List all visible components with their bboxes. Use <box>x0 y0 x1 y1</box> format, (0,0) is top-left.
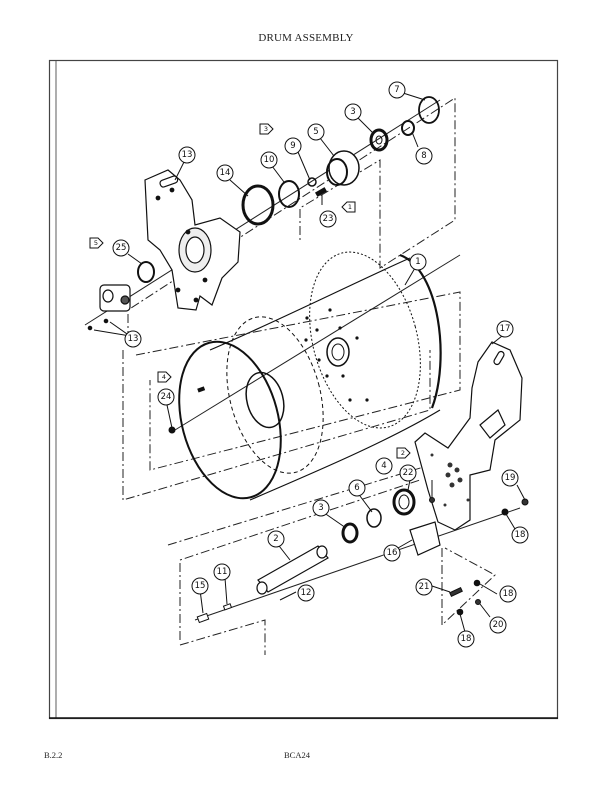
svg-text:3: 3 <box>318 503 323 513</box>
end-bracket-right <box>414 341 523 531</box>
callout-21: 21 <box>415 578 433 596</box>
svg-text:17: 17 <box>500 324 511 334</box>
svg-text:19: 19 <box>505 473 516 483</box>
callout-25: 25 <box>112 239 130 257</box>
callout-17: 17 <box>496 320 514 338</box>
flag-4: 4 <box>157 371 172 383</box>
callout-14: 14 <box>216 164 234 182</box>
callout-18-middle: 18 <box>499 585 517 603</box>
svg-text:4: 4 <box>381 461 386 471</box>
svg-text:13: 13 <box>128 334 139 344</box>
callout-7: 7 <box>388 81 406 99</box>
callout-6: 6 <box>348 479 366 497</box>
end-bracket-left <box>144 169 241 311</box>
svg-text:6: 6 <box>354 483 359 493</box>
svg-text:22: 22 <box>403 468 414 478</box>
ring-25 <box>137 261 155 283</box>
svg-text:3: 3 <box>264 125 268 133</box>
svg-text:2: 2 <box>273 534 278 544</box>
svg-text:5: 5 <box>94 239 98 247</box>
callout-13-top: 13 <box>178 146 196 164</box>
callout-13-bottom: 13 <box>124 330 142 348</box>
hub-part <box>99 284 131 312</box>
svg-text:1: 1 <box>415 257 420 267</box>
svg-text:18: 18 <box>503 589 514 599</box>
top-rings <box>241 96 440 226</box>
callout-18-upper: 18 <box>511 526 529 544</box>
svg-text:8: 8 <box>421 151 426 161</box>
svg-text:5: 5 <box>313 127 318 137</box>
flag-5: 5 <box>89 237 104 249</box>
shaft-parts <box>87 318 529 624</box>
svg-text:15: 15 <box>195 581 206 591</box>
svg-text:10: 10 <box>264 155 275 165</box>
callout-16: 16 <box>383 544 401 562</box>
svg-text:20: 20 <box>493 620 504 630</box>
svg-text:1: 1 <box>348 203 352 211</box>
drum-part <box>178 251 442 501</box>
callout-1: 1 <box>409 253 427 271</box>
svg-text:13: 13 <box>182 150 193 160</box>
callout-22: 22 <box>399 464 417 482</box>
center-lines <box>84 99 521 621</box>
svg-text:3: 3 <box>350 107 355 117</box>
callout-9: 9 <box>284 137 302 155</box>
model-code: BCA24 <box>284 750 310 760</box>
callout-5: 5 <box>307 123 325 141</box>
callout-11: 11 <box>213 563 231 581</box>
svg-text:4: 4 <box>162 373 166 381</box>
callout-15: 15 <box>191 577 209 595</box>
callout-10: 10 <box>260 151 278 169</box>
svg-text:23: 23 <box>323 214 334 224</box>
flag-3: 3 <box>259 123 274 135</box>
flag-1: 1 <box>341 201 356 213</box>
callout-3-top: 3 <box>344 103 362 121</box>
callout-8: 8 <box>415 147 433 165</box>
svg-text:12: 12 <box>301 588 312 598</box>
svg-text:25: 25 <box>116 243 127 253</box>
callout-18-lower: 18 <box>457 630 475 648</box>
svg-text:18: 18 <box>515 530 526 540</box>
callout-3-bottom: 3 <box>312 499 330 517</box>
svg-text:9: 9 <box>290 141 295 151</box>
svg-text:18: 18 <box>461 634 472 644</box>
flag-2: 2 <box>396 447 411 459</box>
svg-text:7: 7 <box>394 85 399 95</box>
subassembly-outlines <box>122 97 496 655</box>
svg-text:11: 11 <box>217 567 228 577</box>
callout-4: 4 <box>375 457 393 475</box>
callout-20: 20 <box>489 616 507 634</box>
svg-text:2: 2 <box>401 449 405 457</box>
leader-lines <box>93 92 526 633</box>
drawing-frame <box>48 59 559 720</box>
svg-text:24: 24 <box>161 392 172 402</box>
callout-24: 24 <box>157 388 175 406</box>
callout-12: 12 <box>297 584 315 602</box>
page-number: B.2.2 <box>44 750 63 760</box>
callout-23: 23 <box>319 210 337 228</box>
svg-text:14: 14 <box>220 168 231 178</box>
svg-text:16: 16 <box>387 548 398 558</box>
callout-2: 2 <box>267 530 285 548</box>
svg-text:21: 21 <box>419 582 430 592</box>
page-title: DRUM ASSEMBLY <box>258 32 354 44</box>
callout-19: 19 <box>501 469 519 487</box>
